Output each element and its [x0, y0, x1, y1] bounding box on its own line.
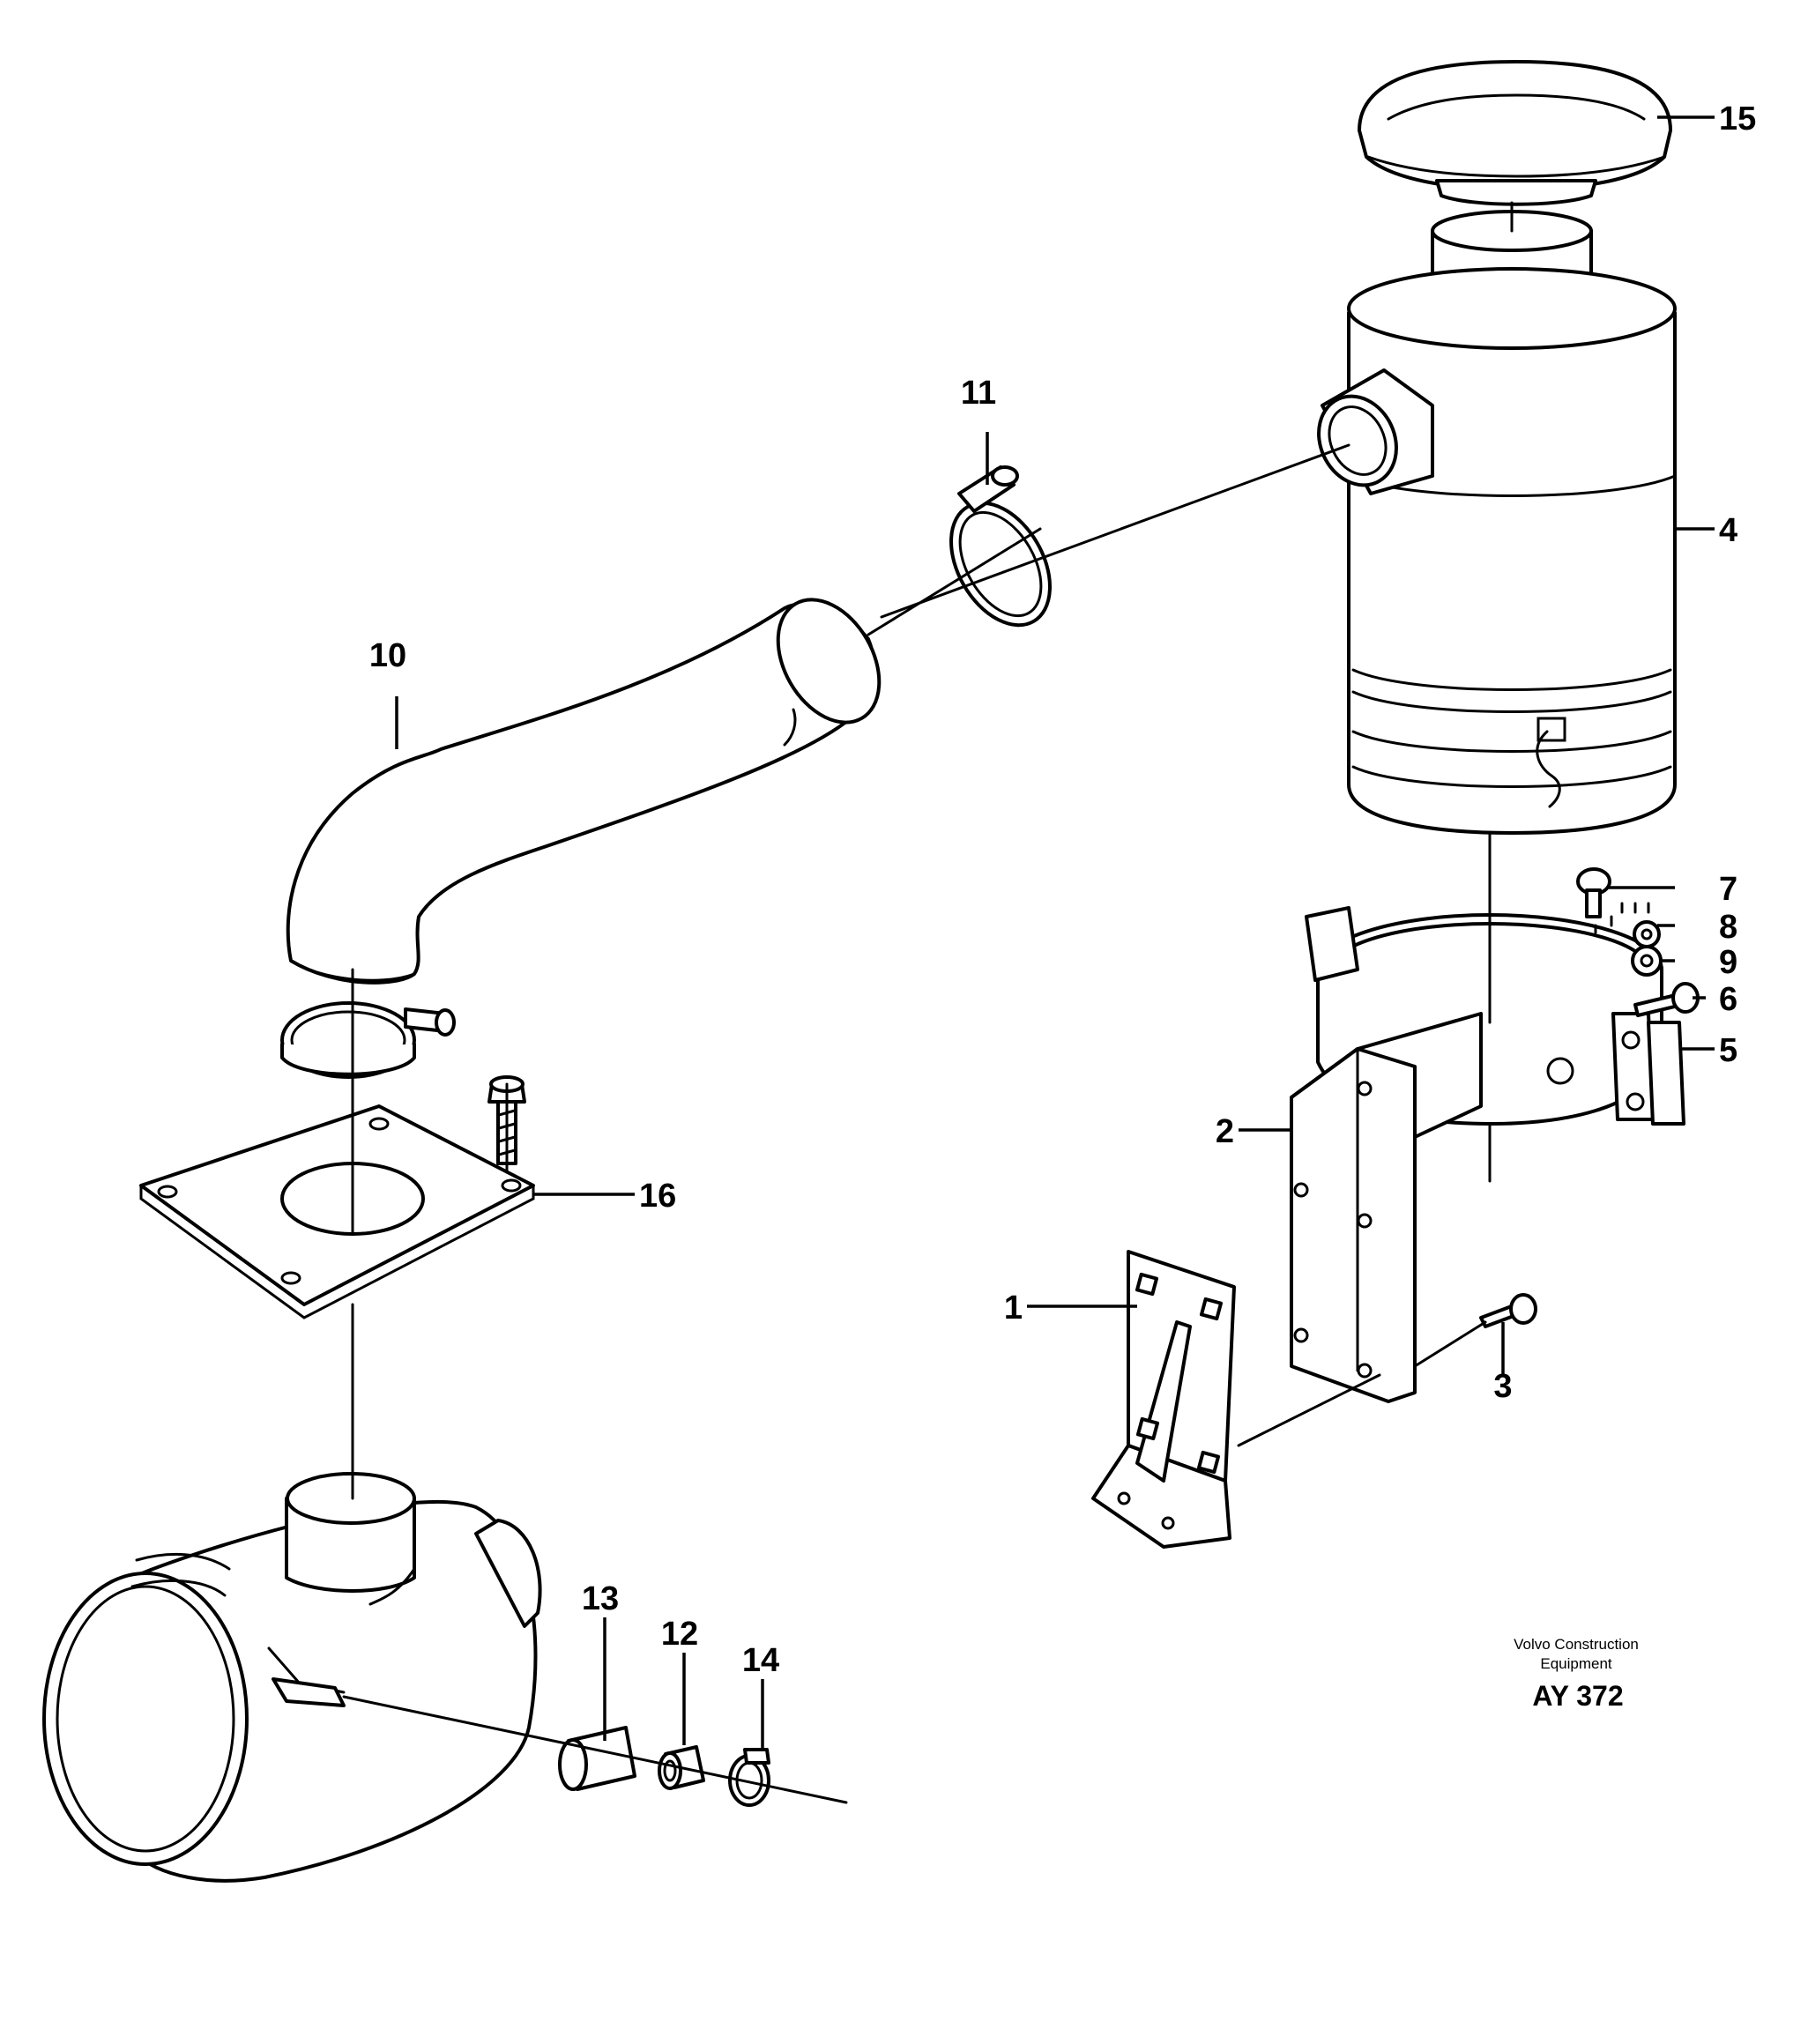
- rubber-valve: [558, 1726, 636, 1791]
- air-cleaner-body: [1317, 210, 1677, 835]
- hose-elbow: [286, 598, 882, 985]
- callout-2: 2: [1216, 1113, 1234, 1150]
- callout-10: 10: [369, 637, 406, 674]
- pre-cleaner: [42, 1472, 542, 1883]
- bolt-6: [1633, 982, 1700, 1017]
- callout-11: 11: [961, 375, 996, 412]
- small-clamp: [728, 1748, 770, 1807]
- callout-12: 12: [661, 1616, 698, 1653]
- bolt-3: [1479, 1293, 1537, 1328]
- callout-5: 5: [1719, 1032, 1737, 1069]
- callout-13: 13: [582, 1580, 619, 1617]
- hose-clamp-lower: [280, 1001, 456, 1079]
- nut-9: [1631, 945, 1663, 977]
- callout-7: 7: [1719, 871, 1737, 908]
- callout-9: 9: [1719, 944, 1737, 981]
- leader-lines: [395, 115, 1715, 1750]
- assembly-lines: [342, 201, 1514, 1804]
- callout-14: 14: [742, 1642, 779, 1679]
- callout-1: 1: [1004, 1290, 1023, 1327]
- sleeve: [658, 1745, 705, 1790]
- callout-6: 6: [1719, 981, 1737, 1018]
- figure-code: AY 372: [1532, 1680, 1623, 1712]
- figure-credit: Volvo Construction Equipment AY 372: [1514, 1636, 1639, 1712]
- callout-3: 3: [1493, 1368, 1512, 1405]
- credit-line-1: Volvo Construction: [1514, 1636, 1639, 1653]
- lower-bracket: [1091, 1250, 1236, 1549]
- bolt-7: [1576, 867, 1611, 918]
- callout-labels: 1 2 3 4 5 6 7 8 9 10 11 12 13 14 15 16: [369, 100, 1756, 1679]
- callout-4: 4: [1719, 512, 1737, 549]
- flange-plate: [139, 1104, 535, 1319]
- callout-8: 8: [1719, 909, 1737, 946]
- hose-clamp-upper: [949, 465, 1052, 628]
- credit-line-2: Equipment: [1540, 1655, 1612, 1672]
- rain-cap: [1358, 60, 1672, 206]
- callout-15: 15: [1719, 100, 1756, 138]
- callout-16: 16: [639, 1178, 676, 1215]
- bracket: [1290, 1012, 1483, 1403]
